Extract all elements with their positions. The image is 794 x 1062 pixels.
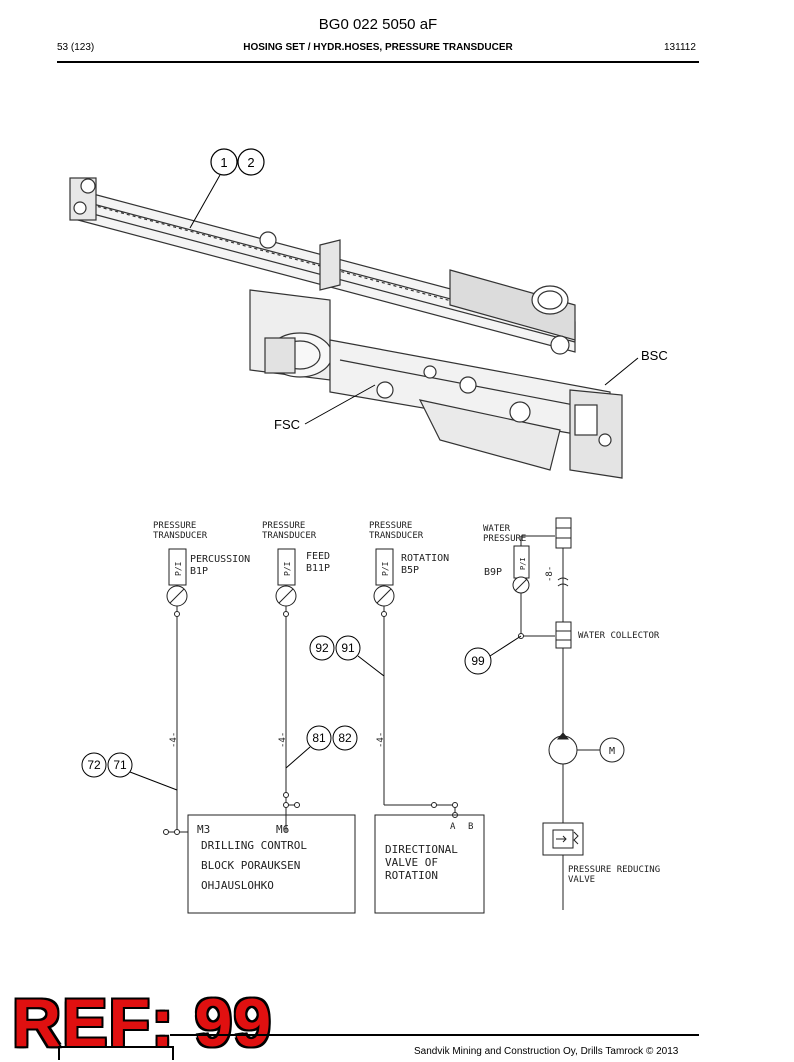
svg-text:91: 91: [341, 641, 355, 655]
svg-text:81: 81: [312, 731, 326, 745]
svg-text:PRESSURE: PRESSURE: [262, 521, 305, 531]
svg-text:PRESSURE: PRESSURE: [153, 521, 196, 531]
svg-text:92: 92: [315, 641, 329, 655]
svg-text:PRESSURE: PRESSURE: [483, 534, 526, 544]
svg-text:-8-: -8-: [545, 566, 555, 582]
svg-text:DRILLING CONTROL: DRILLING CONTROL: [201, 839, 307, 852]
svg-text:ROTATION: ROTATION: [401, 553, 449, 564]
date-code: 131112: [664, 42, 696, 53]
callout-1-2: 1 2: [189, 148, 265, 229]
footer-copyright: Sandvik Mining and Construction Oy, Dril…: [414, 1046, 679, 1057]
callout-1-text: 1: [220, 155, 227, 170]
svg-text:M6: M6: [276, 823, 289, 836]
svg-text:PRESSURE REDUCING: PRESSURE REDUCING: [568, 865, 660, 875]
svg-text:M: M: [609, 746, 615, 757]
svg-text:ROTATION: ROTATION: [385, 869, 438, 882]
svg-text:BLOCK PORAUKSEN: BLOCK PORAUKSEN: [201, 859, 300, 872]
svg-text:71: 71: [113, 758, 127, 772]
schematic-callouts: 92 91 99 81 82 72 71: [81, 635, 522, 791]
water-pump: [548, 732, 625, 765]
svg-text:DIRECTIONAL: DIRECTIONAL: [385, 843, 458, 856]
svg-text:P/I: P/I: [381, 561, 390, 576]
svg-text:TRANSDUCER: TRANSDUCER: [369, 531, 424, 541]
svg-text:B9P: B9P: [484, 567, 502, 578]
sandvik-logo: [58, 1046, 174, 1060]
svg-text:WATER COLLECTOR: WATER COLLECTOR: [578, 631, 660, 641]
boom-illustration: [69, 177, 623, 479]
svg-text:P/I: P/I: [283, 561, 292, 576]
svg-text:P/I: P/I: [519, 557, 527, 570]
footer-rule: [170, 1034, 699, 1036]
svg-text:M3: M3: [197, 823, 210, 836]
svg-text:-4-: -4-: [278, 732, 288, 748]
svg-text:VALVE: VALVE: [568, 875, 595, 885]
header-rule: [57, 61, 699, 63]
ref-stamp: REF: 99: [12, 985, 273, 1061]
svg-text:B11P: B11P: [306, 563, 330, 574]
pressure-reducing-valve: [542, 822, 584, 856]
svg-text:99: 99: [471, 654, 485, 668]
svg-text:OHJAUSLOHKO: OHJAUSLOHKO: [201, 879, 274, 892]
svg-text:-4-: -4-: [169, 732, 179, 748]
callout-2-text: 2: [247, 155, 254, 170]
page-title: HOSING SET / HYDR.HOSES, PRESSURE TRANSD…: [243, 42, 513, 53]
svg-text:-4-: -4-: [376, 732, 386, 748]
svg-text:FEED: FEED: [306, 551, 330, 562]
svg-text:82: 82: [338, 731, 352, 745]
schematic: PRESSURE TRANSDUCER PRESSURE TRANSDUCER …: [153, 517, 660, 914]
svg-text:B: B: [468, 822, 473, 832]
callout-fsc: FSC: [274, 417, 300, 432]
svg-text:72: 72: [87, 758, 101, 772]
svg-text:VALVE OF: VALVE OF: [385, 856, 438, 869]
svg-text:PERCUSSION: PERCUSSION: [190, 554, 250, 565]
transducer-b1p: P/I PERCUSSION B1P: [166, 548, 250, 607]
svg-text:TRANSDUCER: TRANSDUCER: [262, 531, 317, 541]
callout-bsc: BSC: [641, 348, 668, 363]
transducer-b11p: P/I FEED B11P: [275, 548, 330, 607]
document-id: BG0 022 5050 aF: [318, 16, 438, 33]
svg-text:P/I: P/I: [174, 561, 183, 576]
svg-text:B1P: B1P: [190, 566, 208, 577]
svg-text:WATER: WATER: [483, 524, 511, 534]
transducer-b9p: P/I B9P: [484, 545, 530, 594]
page-number: 53 (123): [57, 42, 95, 53]
svg-text:B5P: B5P: [401, 565, 419, 576]
transducer-b5p: P/I ROTATION B5P: [373, 548, 449, 607]
svg-text:PRESSURE: PRESSURE: [369, 521, 412, 531]
svg-text:TRANSDUCER: TRANSDUCER: [153, 531, 208, 541]
svg-text:A: A: [450, 822, 456, 832]
